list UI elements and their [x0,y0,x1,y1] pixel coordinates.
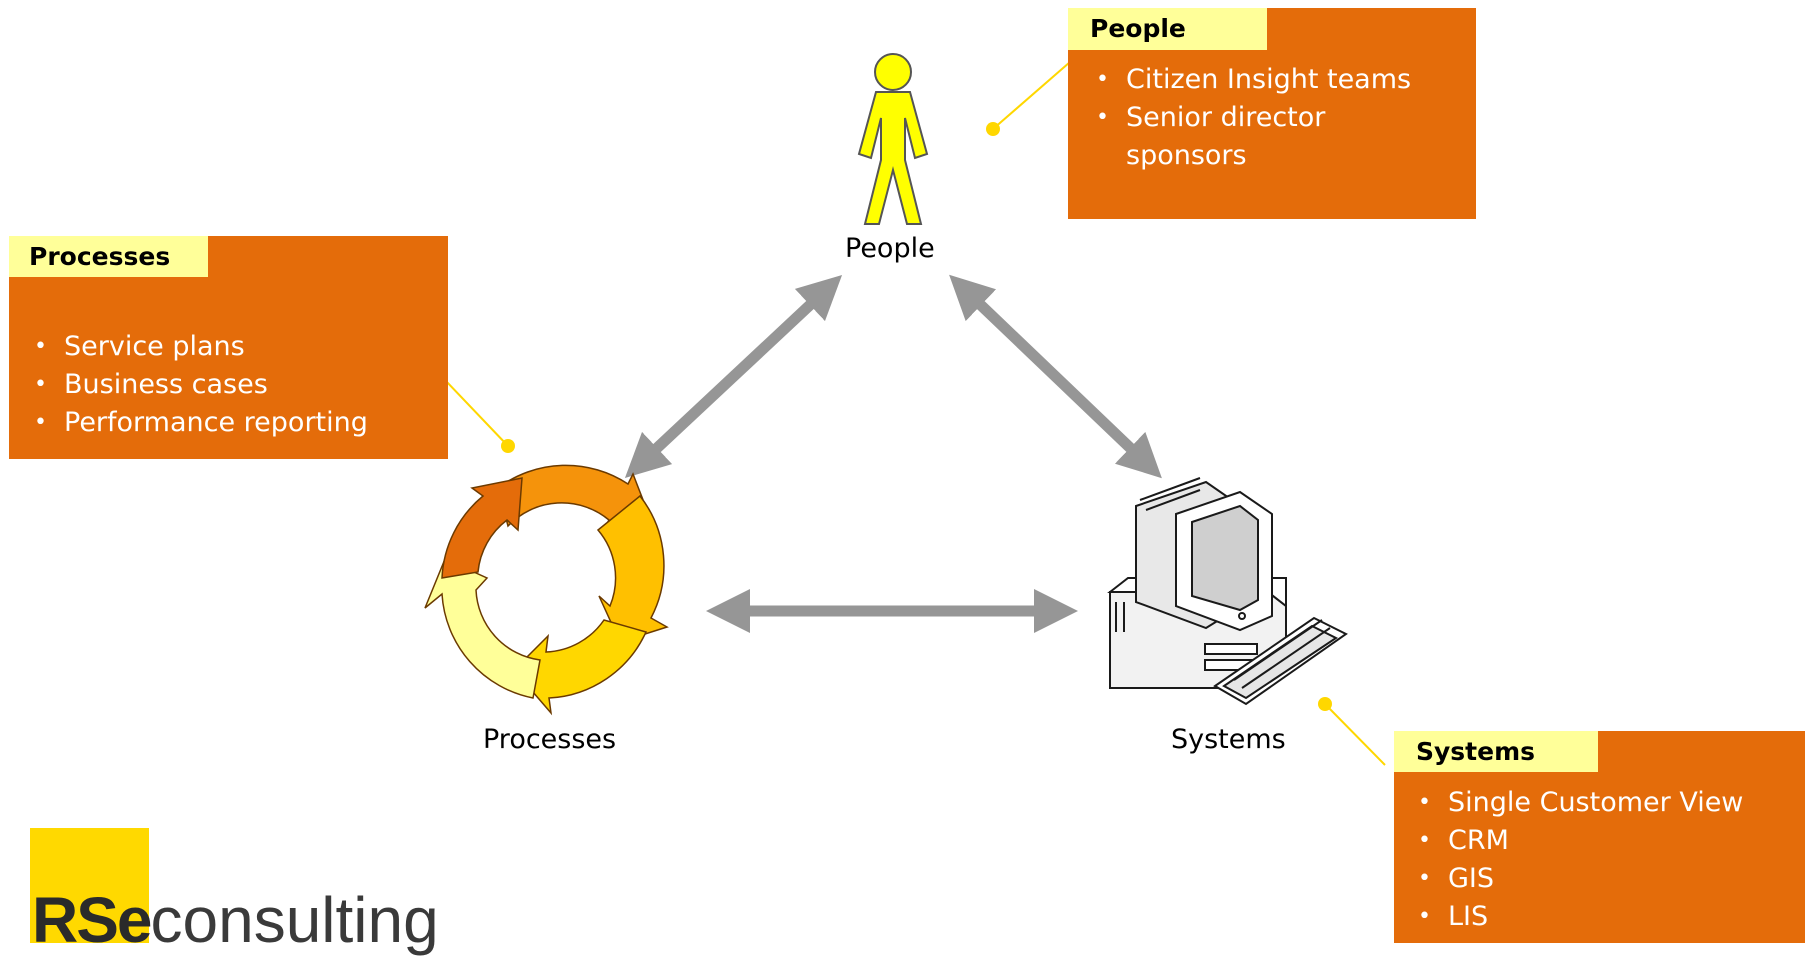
people-node-label: People [845,233,935,264]
list-item: Citizen Insight teams [1090,61,1411,99]
computer-icon [1107,477,1348,706]
list-item: Business cases [28,366,368,404]
processes-node-label: Processes [483,724,617,755]
systems-callout-title: Systems [1394,731,1598,772]
processes-callout-title: Processes [9,236,208,277]
cycle-icon [424,464,669,716]
people-callout-title: People [1068,8,1267,50]
list-item: LIS [1412,898,1743,936]
list-item: Single Customer View [1412,784,1743,822]
people-callout: People Citizen Insight teams Senior dire… [1068,8,1476,219]
arrow-people-systems [949,274,1162,479]
people-connector-line [992,61,1071,130]
systems-node-label: Systems [1171,724,1286,755]
list-item: GIS [1412,860,1743,898]
logo-wordmark-rest: consulting [150,884,439,956]
callout-connectors [444,61,1386,766]
arrow-people-processes [624,274,843,479]
list-item: sponsors [1090,137,1411,175]
relationship-arrows [624,274,1162,633]
list-item: Service plans [28,328,368,366]
systems-connector-line [1324,703,1386,766]
processes-callout: Processes Service plans Business cases P… [9,236,448,459]
systems-callout: Systems Single Customer View CRM GIS LIS [1394,731,1805,943]
list-item: Senior director [1090,99,1411,137]
logo-wordmark: RSeconsulting [32,888,439,952]
processes-connector-dot [501,439,515,453]
rse-consulting-logo: RSeconsulting [30,828,450,952]
list-item-continuation: sponsors [1126,140,1247,171]
people-callout-list: Citizen Insight teams Senior director sp… [1090,61,1411,175]
logo-wordmark-bold: RSe [32,884,152,956]
systems-connector-dot [1318,697,1332,711]
processes-callout-list: Service plans Business cases Performance… [28,328,368,442]
list-item: CRM [1412,822,1743,860]
people-connector-dot [986,122,1000,136]
list-item: Performance reporting [28,404,368,442]
logo-block [30,828,149,943]
systems-callout-list: Single Customer View CRM GIS LIS [1412,784,1743,936]
processes-connector-line [444,379,509,447]
person-icon [857,53,929,225]
